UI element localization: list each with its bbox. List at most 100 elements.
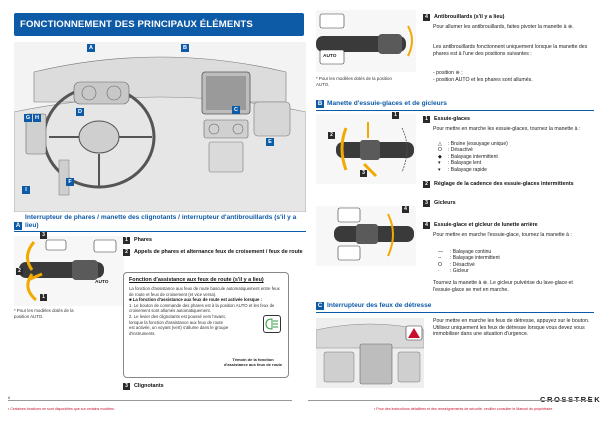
- image-num-1: 1: [40, 294, 47, 301]
- section-b-rule: [316, 110, 594, 111]
- item-b1-title: Essuie-glaces: [434, 116, 470, 122]
- callout-f: F: [66, 178, 74, 186]
- callout-a: A: [87, 44, 95, 52]
- num-b3: 3: [423, 200, 430, 207]
- assist-indicator-icon: [263, 315, 281, 333]
- page-title: FONCTIONNEMENT DES PRINCIPAUX ÉLÉMENTS: [14, 13, 304, 36]
- page-number-right: 7: [588, 396, 590, 400]
- wiper-mode-3-label: : Balayage intermittent: [448, 153, 498, 160]
- rear-mode-3: O : Désactivé: [438, 262, 588, 268]
- section-a-note: * Pour les modèles dotés de la position …: [14, 308, 74, 319]
- wiper-mode-2-icon: O: [438, 147, 442, 154]
- section-a-title: Interrupteur de phares / manette des cli…: [25, 214, 297, 229]
- rear-mode-1-icon: —: [438, 249, 443, 255]
- fog-auto-label: AUTO: [323, 54, 337, 59]
- rear-mode-1-label: : Balayage continu: [450, 249, 492, 255]
- assist-p4: 2. Le levier des clignotants est poussé …: [129, 313, 229, 336]
- callout-i: I: [22, 186, 30, 194]
- wiper-img-num-1: 1: [392, 112, 399, 119]
- top-right-note: * Pour les modèles dotés de la position …: [316, 76, 392, 87]
- wiper-mode-5-label: : Balayage rapide: [448, 166, 487, 173]
- wiper-mode-4-icon: ▾: [438, 160, 441, 167]
- num-fog: 4: [423, 14, 430, 21]
- rear-mode-1: — : Balayage continu: [438, 249, 588, 255]
- assist-title: Fonction d'assistance aux feux de route …: [129, 277, 264, 283]
- rear-mode-3-icon: O: [438, 261, 442, 268]
- callout-c: C: [232, 106, 240, 114]
- footer-rule-right: [308, 400, 592, 401]
- wiper-stalk-illustration: 1 2 3: [316, 112, 416, 184]
- wiper-stalk-drawing: [316, 114, 416, 184]
- callout-g: G: [24, 114, 32, 122]
- item-b4-title: Essuie-glace et gicleur de lunette arriè…: [434, 222, 538, 228]
- high-beam-assist-box: Fonction d'assistance aux feux de route …: [123, 272, 289, 378]
- hazard-text: Pour mettre en marche les feux de détres…: [433, 318, 590, 338]
- fog-pos1: - position ⊜ ;: [433, 70, 463, 76]
- high-beam-icon: [265, 318, 278, 330]
- num-a2: 2: [123, 249, 130, 256]
- item-b2-title: Réglage de la cadence des essuie-glaces …: [434, 181, 574, 187]
- fog-p1: Pour allumer les antibrouillards, faites…: [433, 24, 574, 30]
- wiper-mode-5: ▾ : Balayage rapide: [438, 167, 588, 173]
- num-a1: 1: [123, 237, 130, 244]
- rear-mode-2-label: : Balayage intermittent: [450, 255, 500, 262]
- hazard-drawing: [315, 318, 425, 388]
- callout-h: H: [33, 114, 41, 122]
- footer-rule-left: [8, 400, 292, 401]
- wiper-mode-2: O : Désactivé: [438, 147, 588, 153]
- rear-wiper-drawing: [316, 206, 416, 266]
- num-b4: 4: [423, 222, 430, 229]
- rear-mode-4: · : Gicleur: [438, 268, 588, 274]
- hazard-switch-illustration: [315, 318, 425, 388]
- callout-d: D: [76, 108, 84, 116]
- assist-p3: 1. Le bouton de commande des phares est …: [129, 302, 275, 314]
- item-b2: 2 Réglage de la cadence des essuie-glace…: [423, 181, 593, 188]
- wiper-img-num-3: 3: [360, 170, 367, 177]
- auto-label: AUTO: [95, 280, 109, 285]
- wiper-mode-5-icon: ▾: [438, 166, 441, 173]
- footer-left-text: • Certaines fonctions ne sont disponible…: [8, 407, 115, 411]
- item-a3: 3 Clignotants: [123, 383, 303, 390]
- item-fog-title: Antibrouillards (s'il y a lieu): [434, 14, 505, 20]
- dashboard-illustration: A B C D E F G H I: [13, 42, 307, 213]
- rear-img-num-4: 4: [402, 206, 409, 213]
- item-a1-title: Phares: [134, 237, 152, 243]
- wiper-mode-1-label: : Bruine (essuyage unique): [448, 141, 508, 147]
- section-a-letter: A: [14, 222, 22, 230]
- fog-p2: Les antibrouillards fonctionnent uniquem…: [433, 44, 588, 57]
- section-c-title: Interrupteur des feux de détresse: [327, 302, 432, 309]
- rear-wiper-stalk-illustration: 4: [316, 206, 416, 266]
- footer-right-text: • Pour des instructions détaillées et de…: [374, 407, 554, 411]
- item-b3: 3 Gicleurs: [423, 200, 593, 207]
- item-a2: 2 Appels de phares et alternance feux de…: [123, 249, 303, 256]
- section-b-heading: B Manette d'essuie-glaces et de gicleurs: [316, 100, 594, 108]
- fog-stalk-drawing: [316, 10, 416, 72]
- section-a-heading: A Interrupteur de phares / manette des c…: [14, 214, 306, 230]
- assist-p1: La fonction d'assistance aux feux de rou…: [129, 286, 280, 297]
- rear-note: Tournez la manette à ⊕. Le gicleur pulvé…: [433, 280, 573, 293]
- assist-p2: ■ La fonction d'assistance aux feux de r…: [129, 297, 263, 303]
- section-b-title: Manette d'essuie-glaces et de gicleurs: [327, 100, 447, 107]
- wiper-mode-1-icon: △: [438, 141, 442, 147]
- section-c-letter: C: [316, 302, 324, 310]
- headlight-stalk-drawing: [14, 236, 124, 306]
- wiper-mode-4: ▾ : Balayage lent: [438, 160, 588, 166]
- fog-light-stalk-illustration: AUTO: [316, 10, 416, 72]
- item-a2-title: Appels de phares et alternance feux de c…: [134, 249, 303, 255]
- assist-caption: Témoin de la fonction d'assistance aux f…: [223, 357, 283, 367]
- wiper-modes-list: △ : Bruine (essuyage unique) O : Désacti…: [438, 141, 588, 173]
- dashboard-drawing: [13, 42, 307, 213]
- wiper-mode-3-icon: ◆: [438, 153, 442, 160]
- wiper-mode-3: ◆ : Balayage intermittent: [438, 154, 588, 160]
- item-a3-title: Clignotants: [134, 383, 164, 389]
- crosstrek-logo: CROSSTREK: [540, 395, 600, 404]
- wiper-mode-2-label: : Désactivé: [448, 147, 473, 154]
- rear-mode-2: -- : Balayage intermittent: [438, 255, 588, 261]
- wiper-img-num-2: 2: [328, 132, 335, 139]
- image-num-2: 2: [16, 268, 23, 275]
- section-c-heading: C Interrupteur des feux de détresse: [316, 302, 594, 310]
- section-c-rule: [316, 312, 594, 313]
- num-a3: 3: [123, 383, 130, 390]
- wiper-mode-1: △ : Bruine (essuyage unique): [438, 141, 588, 147]
